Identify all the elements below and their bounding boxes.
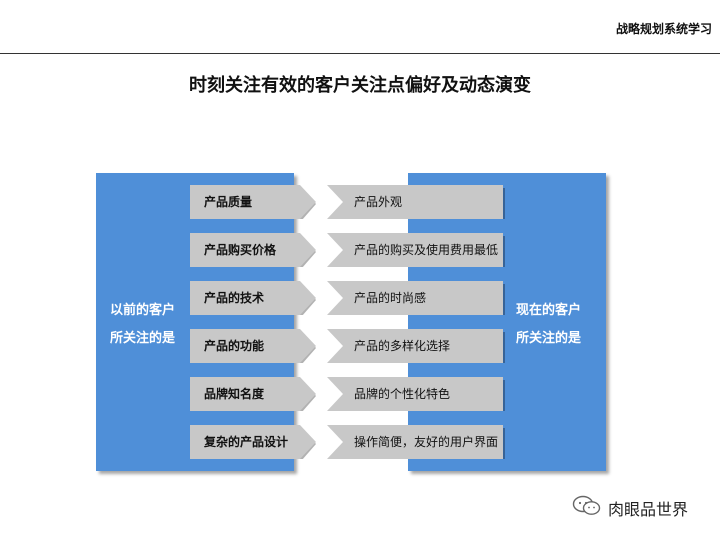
watermark: 肉眼品世界	[572, 495, 688, 521]
watermark-text: 肉眼品世界	[608, 500, 689, 519]
header-rule	[0, 53, 720, 54]
wechat-icon	[572, 495, 602, 521]
now-label: 操作简便，友好的用户界面	[354, 435, 499, 449]
row-now-3: 产品的时尚感	[327, 281, 505, 315]
before-label: 复杂的产品设计	[204, 435, 289, 449]
row-now-5: 品牌的个性化特色	[327, 377, 505, 411]
before-label: 产品的功能	[204, 339, 265, 353]
row-now-2: 产品的购买及使用费用最低	[327, 233, 505, 267]
before-label: 产品质量	[204, 195, 253, 209]
row-before-6: 复杂的产品设计	[190, 425, 318, 459]
page-title: 时刻关注有效的客户关注点偏好及动态演变	[189, 75, 531, 96]
row-before-5: 品牌知名度	[190, 377, 318, 411]
now-label: 产品的时尚感	[354, 291, 427, 305]
header-title: 战略规划系统学习	[615, 22, 712, 36]
row-now-4: 产品的多样化选择	[327, 329, 505, 363]
row-before-2: 产品购买价格	[190, 233, 318, 267]
before-label: 产品的技术	[204, 291, 265, 305]
now-label: 品牌的个性化特色	[354, 387, 451, 401]
left-panel-line1: 以前的客户	[110, 303, 176, 318]
row-now-6: 操作简便，友好的用户界面	[327, 425, 505, 459]
right-panel-label: 现在的客户 所关注的是	[516, 297, 581, 353]
left-panel: 以前的客户 所关注的是	[96, 173, 294, 471]
now-label: 产品的多样化选择	[354, 339, 451, 353]
before-label: 产品购买价格	[204, 243, 277, 257]
before-label: 品牌知名度	[204, 387, 265, 401]
right-panel-line1: 现在的客户	[516, 303, 582, 318]
right-panel: 现在的客户 所关注的是	[408, 173, 606, 471]
row-before-1: 产品质量	[190, 185, 318, 219]
row-before-3: 产品的技术	[190, 281, 318, 315]
left-panel-line2: 所关注的是	[110, 331, 176, 346]
left-panel-label: 以前的客户 所关注的是	[110, 297, 175, 353]
row-now-1: 产品外观	[327, 185, 505, 219]
row-before-4: 产品的功能	[190, 329, 318, 363]
right-panel-line2: 所关注的是	[516, 331, 582, 346]
now-label: 产品外观	[354, 195, 403, 209]
now-label: 产品的购买及使用费用最低	[354, 243, 499, 257]
